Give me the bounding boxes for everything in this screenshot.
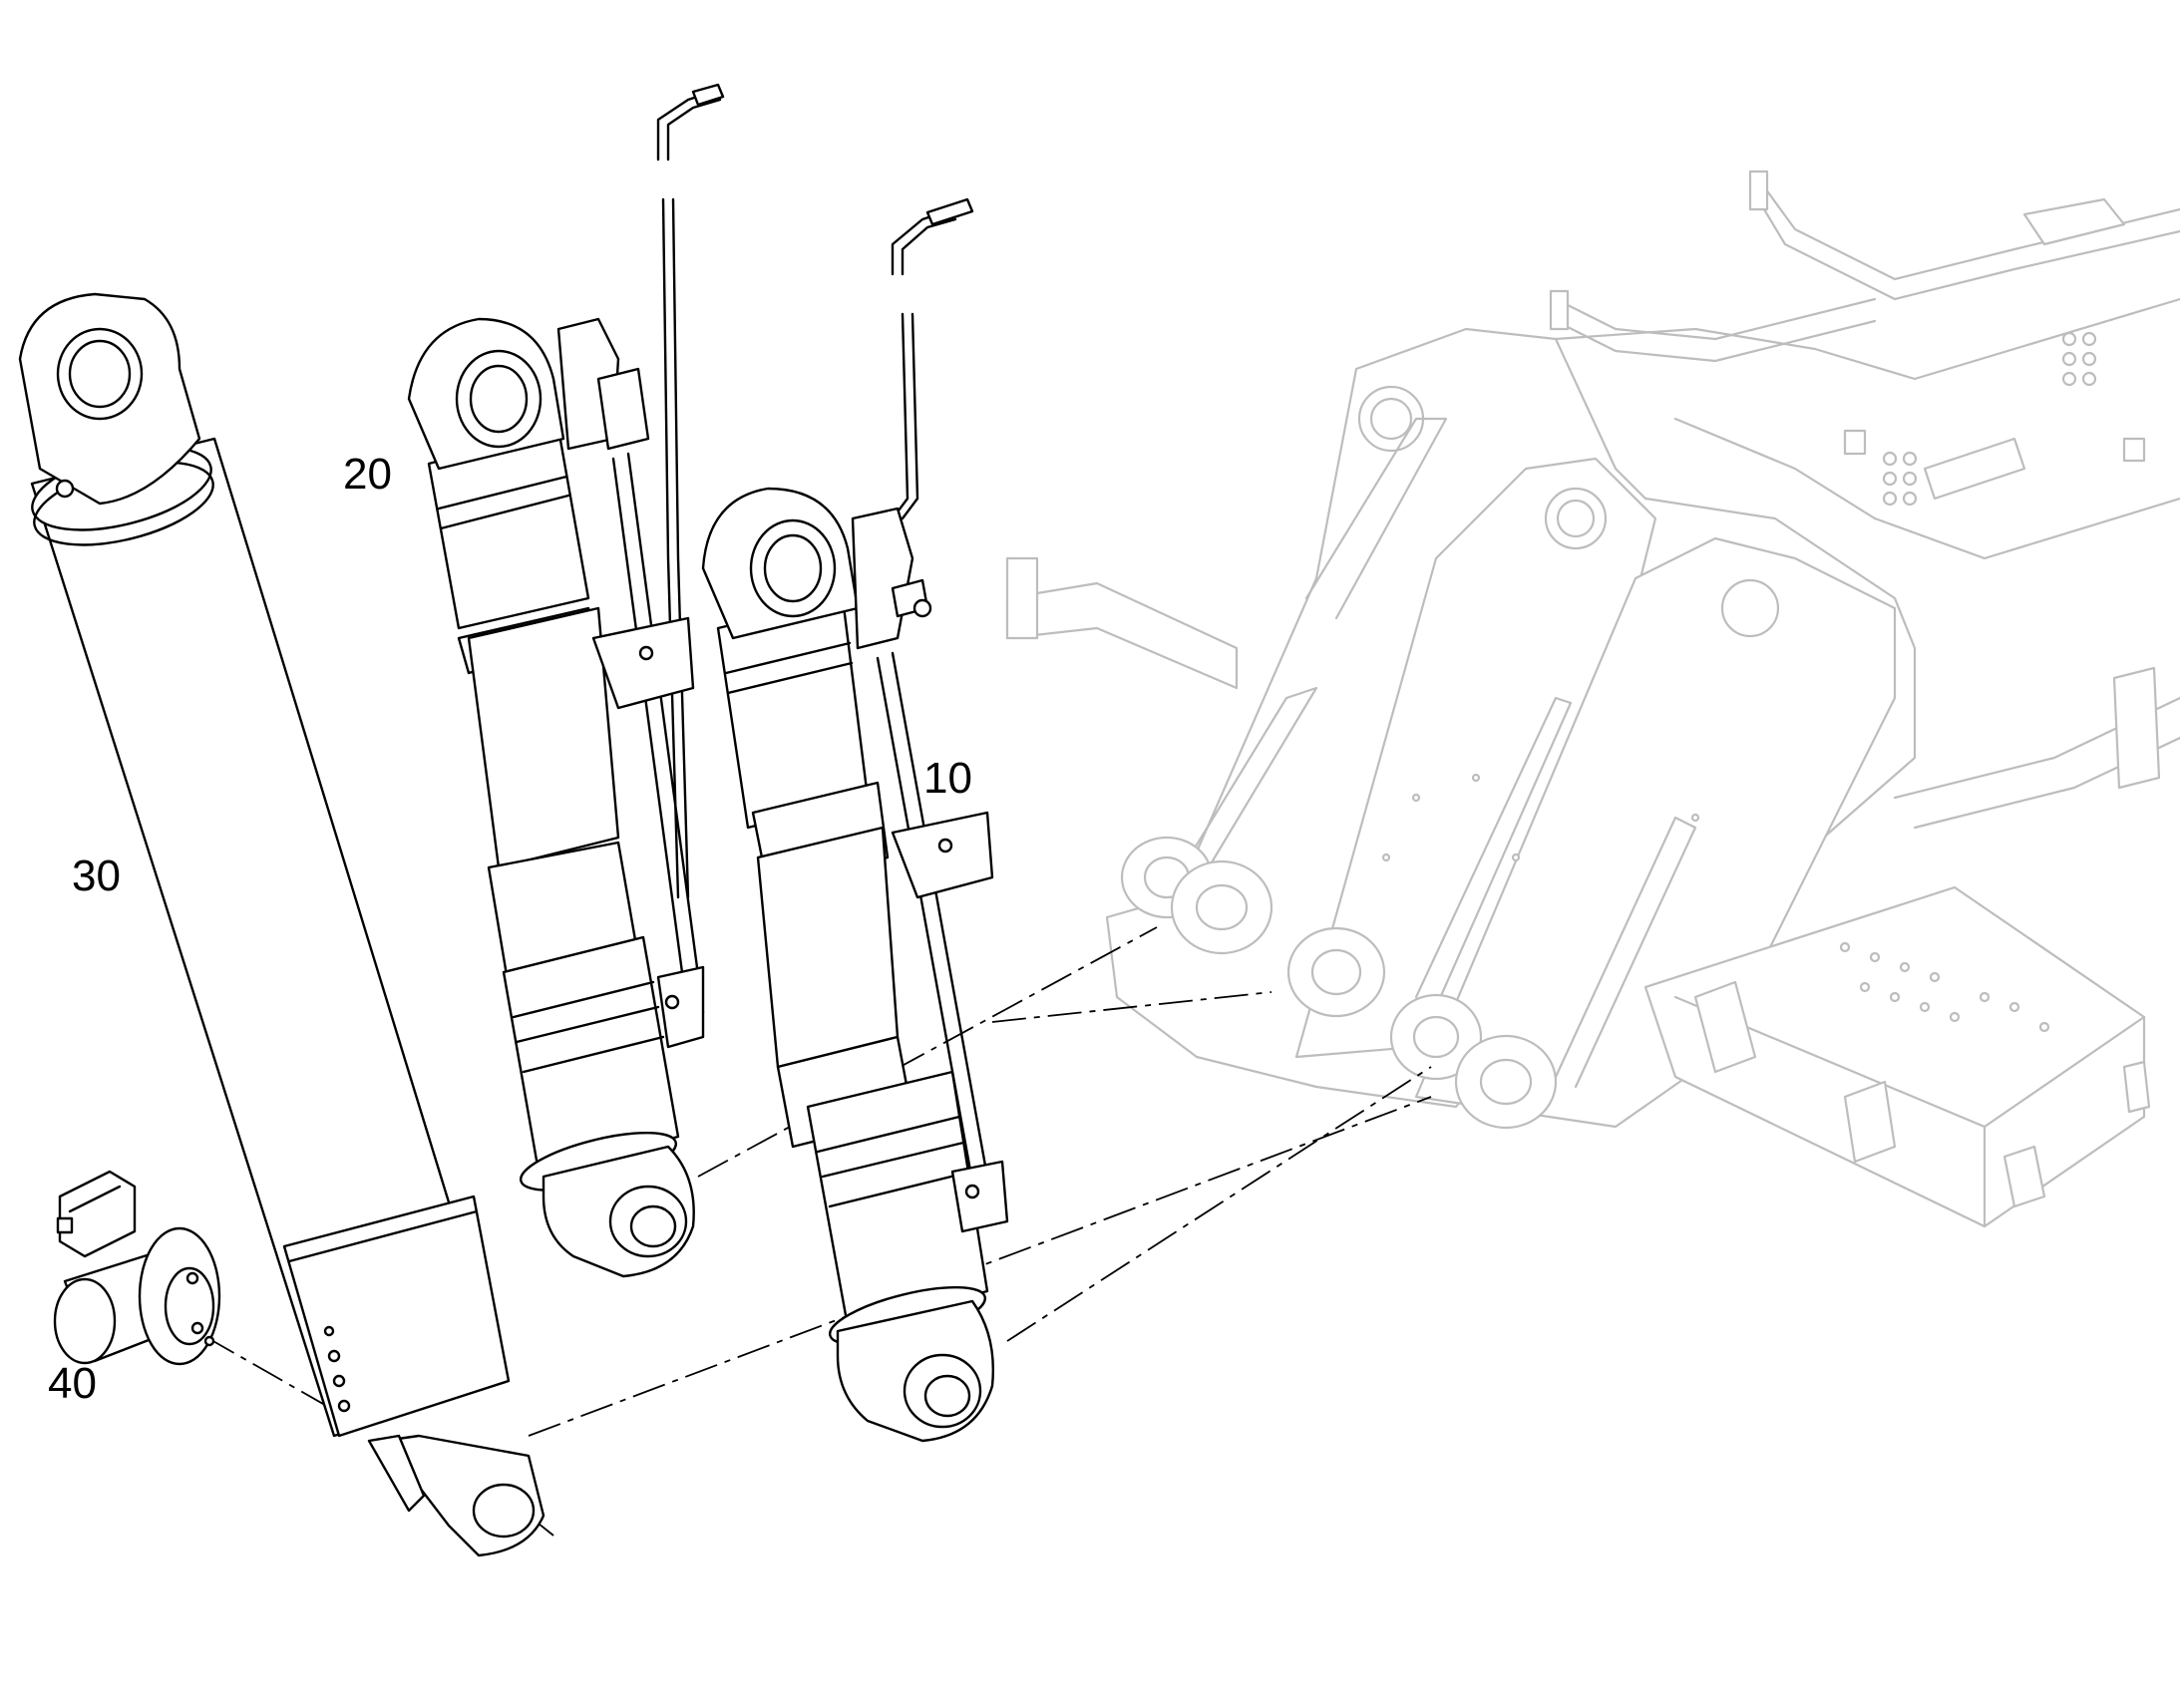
callout-30: 30 — [72, 852, 121, 900]
callout-40: 40 — [48, 1359, 97, 1408]
alignment-lines — [203, 926, 1432, 1537]
frame-holes — [1381, 773, 2050, 1033]
cylinder-30[interactable] — [18, 292, 545, 1557]
cylinder-20[interactable] — [407, 83, 725, 1278]
callout-10: 10 — [923, 754, 972, 803]
frame-bolt-cluster — [1882, 331, 2097, 507]
callout-20: 20 — [343, 450, 392, 499]
loader-frame-ghost — [1005, 170, 2180, 1228]
cylinder-10[interactable] — [701, 197, 1009, 1443]
pin-assembly-40[interactable] — [53, 1170, 221, 1366]
boom-pivot-bosses — [1120, 836, 1558, 1130]
